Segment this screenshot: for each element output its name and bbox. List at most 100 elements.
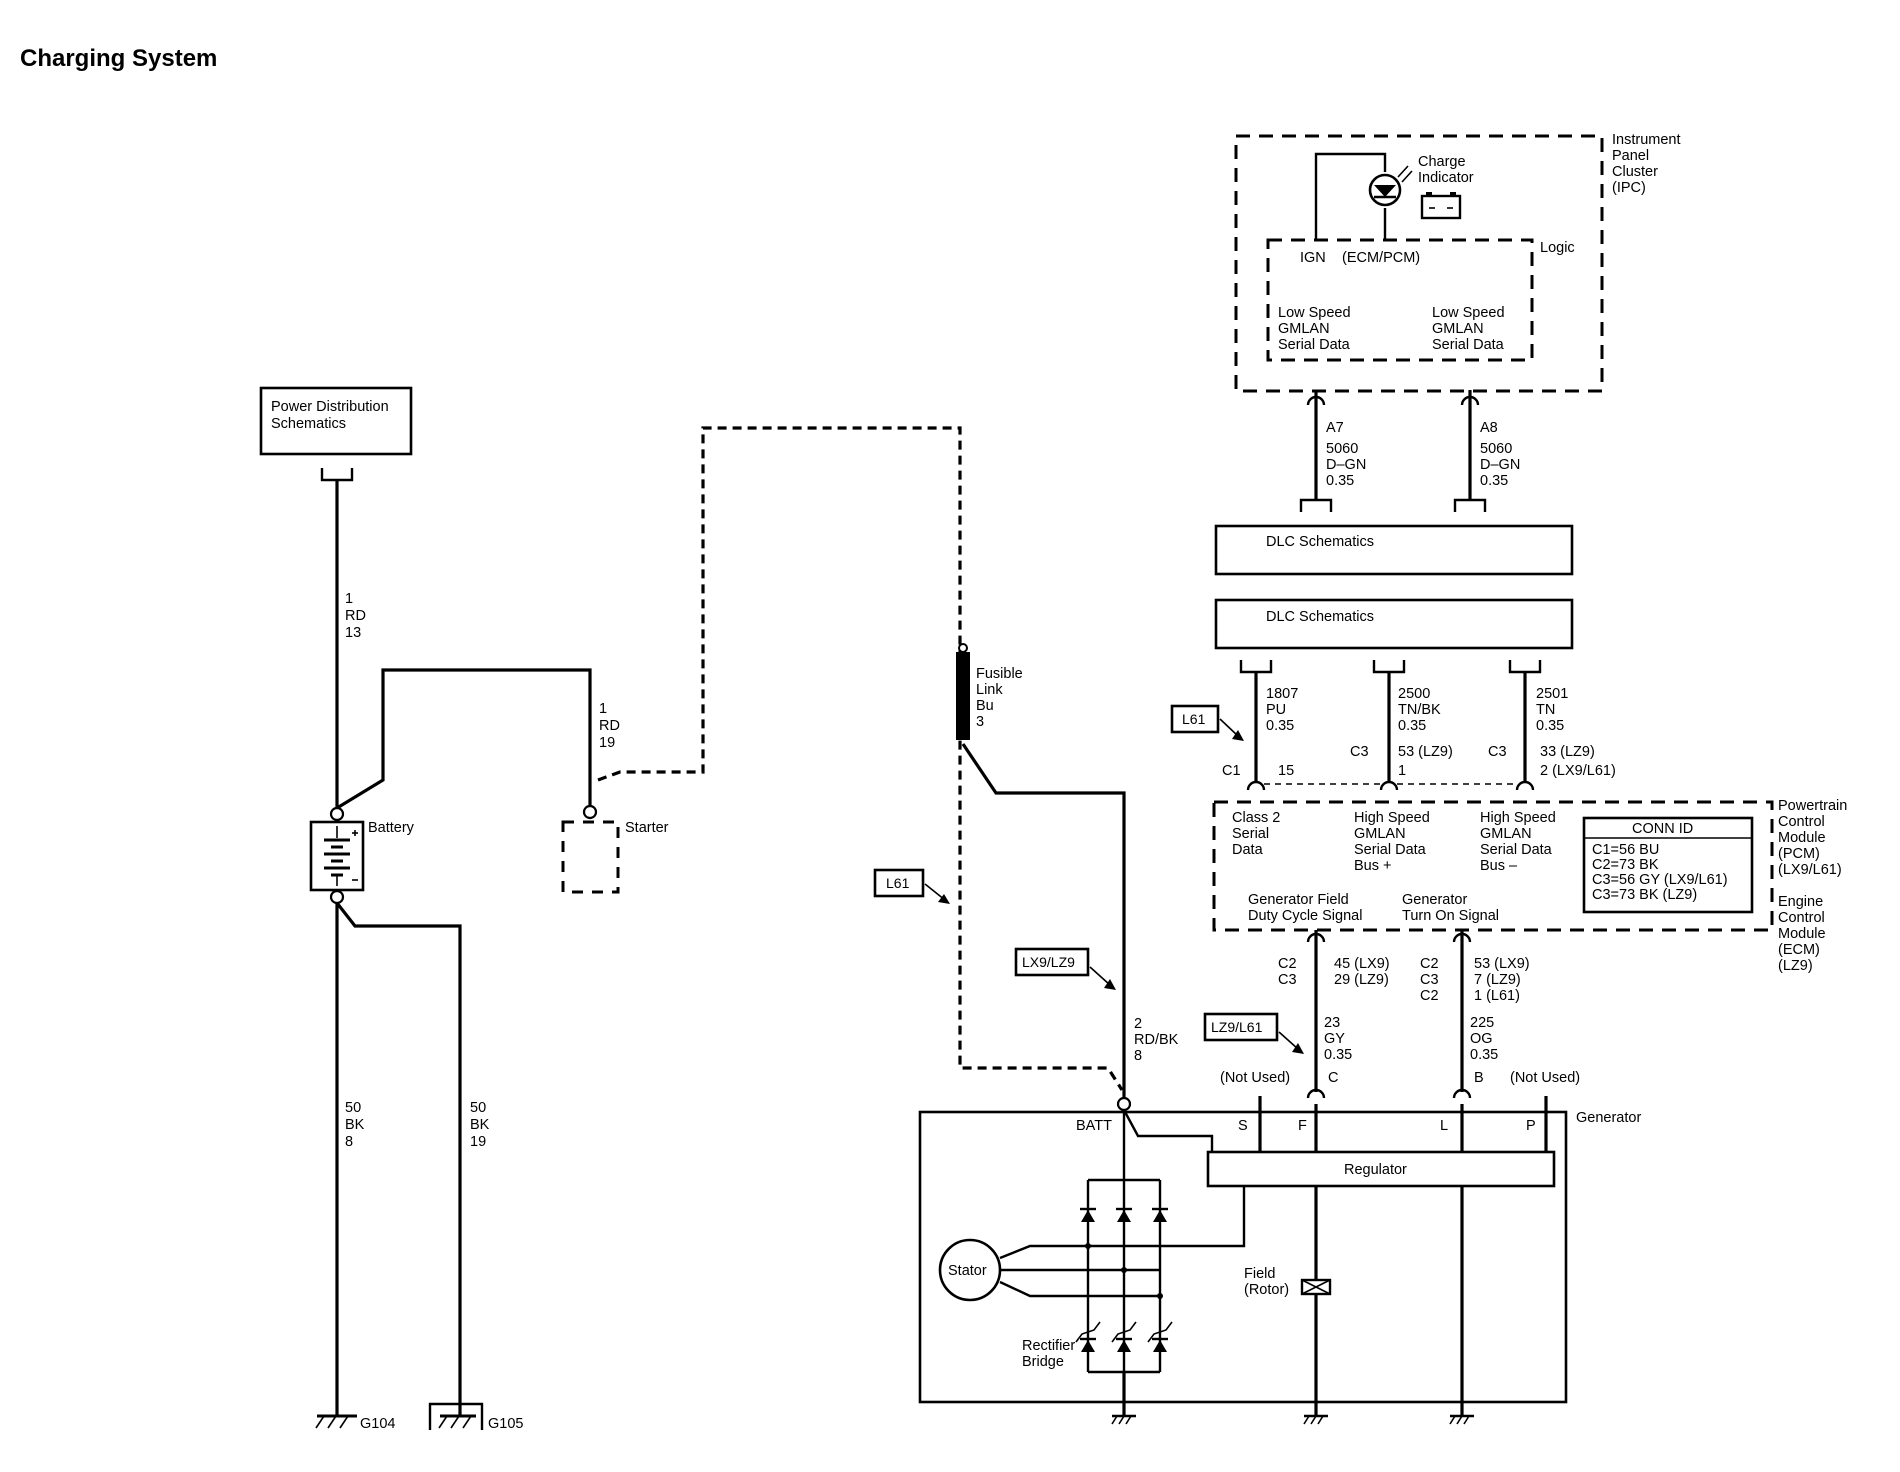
hs-gmlan-plus-wire-label: 2500 TN/BK 0.35 <box>1398 686 1441 734</box>
svg-text:L61: L61 <box>1182 711 1206 727</box>
svg-text:2501: 2501 <box>1536 686 1568 702</box>
page-title: Charging System <box>20 45 217 72</box>
power-distribution-label-2: Schematics <box>271 416 346 432</box>
field-rotor-label: Field (Rotor) <box>1244 1266 1289 1298</box>
svg-text:TN: TN <box>1536 702 1555 718</box>
svg-text:C2=73 BK: C2=73 BK <box>1592 857 1659 873</box>
field-rotor-symbol <box>1300 1278 1332 1296</box>
svg-text:(ECM): (ECM) <box>1778 942 1820 958</box>
svg-text:2500: 2500 <box>1398 686 1430 702</box>
svg-text:D–GN: D–GN <box>1326 457 1366 473</box>
generator-batt-terminal <box>1116 1096 1132 1112</box>
pcm-c1-connector: C1 15 <box>1222 763 1294 791</box>
ground-g105-wire-label: 50 BK 19 <box>470 1100 490 1150</box>
svg-text:0.35: 0.35 <box>1536 718 1564 734</box>
svg-text:(PCM): (PCM) <box>1778 846 1820 862</box>
svg-text:7 (LZ9): 7 (LZ9) <box>1474 972 1521 988</box>
svg-text:0.35: 0.35 <box>1470 1047 1498 1063</box>
ipc-a7-wire-label: A7 5060 D–GN 0.35 <box>1326 420 1366 489</box>
svg-text:1: 1 <box>1398 763 1406 779</box>
dlc-top-connector-right <box>1453 498 1487 512</box>
regulator-phase-sense-wire <box>1160 1186 1246 1248</box>
l61-dashed-wire <box>597 426 1124 1091</box>
svg-text:Data: Data <box>1232 842 1264 858</box>
svg-text:29 (LZ9): 29 (LZ9) <box>1334 972 1389 988</box>
pcm-c3-plus-connector: C3 53 (LZ9) 1 <box>1350 744 1453 791</box>
stator-label: Stator <box>948 1263 987 1279</box>
svg-text:0.35: 0.35 <box>1266 718 1294 734</box>
generator-turnon-wire-label: 225 OG 0.35 <box>1470 1015 1498 1063</box>
pcm-hs-plus-label: High Speed GMLAN Serial Data Bus + <box>1354 810 1430 874</box>
svg-text:0.35: 0.35 <box>1324 1047 1352 1063</box>
starter-label: Starter <box>625 820 669 836</box>
pcm-c3-minus-connector: C3 33 (LZ9) 2 (LX9/L61) <box>1488 744 1616 791</box>
svg-text:53 (LZ9): 53 (LZ9) <box>1398 744 1453 760</box>
svg-text:LZ9/L61: LZ9/L61 <box>1211 1019 1263 1035</box>
svg-text:RD: RD <box>345 608 366 624</box>
dlc-bottom-connector-1 <box>1239 660 1273 674</box>
svg-text:Serial Data: Serial Data <box>1278 337 1351 353</box>
svg-text:A8: A8 <box>1480 420 1498 436</box>
starter-feed-wire <box>336 668 592 810</box>
pcm-label: Powertrain Control Module (PCM) (LX9/L61… <box>1778 798 1847 878</box>
svg-text:Turn On Signal: Turn On Signal <box>1402 908 1499 924</box>
generator-c-connector: C <box>1306 1070 1338 1099</box>
generator-l-term-label: L <box>1440 1118 1448 1134</box>
svg-text:1 (L61): 1 (L61) <box>1474 988 1520 1004</box>
dlc-bottom-connector-3 <box>1508 660 1542 674</box>
svg-text:Cluster: Cluster <box>1612 164 1658 180</box>
ground-g105-wire <box>335 902 462 1416</box>
pcm-gen-field-label: Generator Field Duty Cycle Signal <box>1248 892 1362 924</box>
fusible-link-label: Fusible Link Bu 3 <box>976 666 1023 730</box>
generator-batt-wire-label: 2 RD/BK 8 <box>1134 1016 1179 1064</box>
option-tag-lz9-l61: LZ9/L61 <box>1203 1012 1304 1054</box>
svg-text:DLC Schematics: DLC Schematics <box>1266 534 1374 550</box>
generator-b-connector: B <box>1452 1070 1484 1099</box>
dlc-top-connector-left <box>1299 498 1333 512</box>
option-tag-l61-top: L61 <box>1170 704 1244 741</box>
svg-text:Engine: Engine <box>1778 894 1823 910</box>
svg-text:CONN ID: CONN ID <box>1632 821 1693 837</box>
svg-text:C2: C2 <box>1420 988 1439 1004</box>
svg-text:5060: 5060 <box>1480 441 1512 457</box>
svg-text:1: 1 <box>345 591 353 607</box>
svg-text:Serial Data: Serial Data <box>1432 337 1505 353</box>
power-distribution-connector <box>320 468 354 482</box>
svg-text:C: C <box>1328 1070 1338 1086</box>
svg-text:45 (LX9): 45 (LX9) <box>1334 956 1390 972</box>
svg-text:Field: Field <box>1244 1266 1275 1282</box>
generator-f-term-label: F <box>1298 1118 1307 1134</box>
generator-p-term-label: P <box>1526 1118 1536 1134</box>
svg-text:50: 50 <box>345 1100 361 1116</box>
svg-text:Class 2: Class 2 <box>1232 810 1280 826</box>
svg-text:GMLAN: GMLAN <box>1480 826 1532 842</box>
ipc-boundary <box>1234 134 1604 393</box>
ground-g104-wire-label: 50 BK 8 <box>345 1100 365 1150</box>
ipc-serial-right-label: Low Speed GMLAN Serial Data <box>1432 305 1505 353</box>
svg-text:A7: A7 <box>1326 420 1344 436</box>
svg-text:GY: GY <box>1324 1031 1345 1047</box>
generator-p-not-used-label: (Not Used) <box>1510 1070 1580 1086</box>
stator-phase-a-wire <box>999 1244 1160 1260</box>
ground-g105-label: G105 <box>488 1416 523 1432</box>
svg-text:Panel: Panel <box>1612 148 1649 164</box>
svg-text:0.35: 0.35 <box>1480 473 1508 489</box>
svg-text:PU: PU <box>1266 702 1286 718</box>
svg-text:33 (LZ9): 33 (LZ9) <box>1540 744 1595 760</box>
battery-warning-icon <box>1420 192 1462 220</box>
svg-text:Generator Field: Generator Field <box>1248 892 1349 908</box>
ipc-ecm-pcm-label: (ECM/PCM) <box>1342 250 1420 266</box>
dlc-schematics-box-top: DLC Schematics <box>1214 524 1574 576</box>
charge-indicator-lamp-icon <box>1368 165 1413 207</box>
svg-text:1: 1 <box>599 701 607 717</box>
fusible-link-symbol <box>956 643 970 740</box>
svg-text:50: 50 <box>470 1100 486 1116</box>
svg-text:BK: BK <box>345 1117 365 1133</box>
ground-g104-label: G104 <box>360 1416 395 1432</box>
regulator-sense-wire <box>1122 1109 1214 1152</box>
svg-text:C3: C3 <box>1420 972 1439 988</box>
power-distribution-label-1: Power Distribution <box>271 399 389 415</box>
svg-text:Regulator: Regulator <box>1344 1162 1407 1178</box>
charge-indicator-ign-wire <box>1314 152 1387 240</box>
generator-batt-wire <box>961 743 1126 1098</box>
